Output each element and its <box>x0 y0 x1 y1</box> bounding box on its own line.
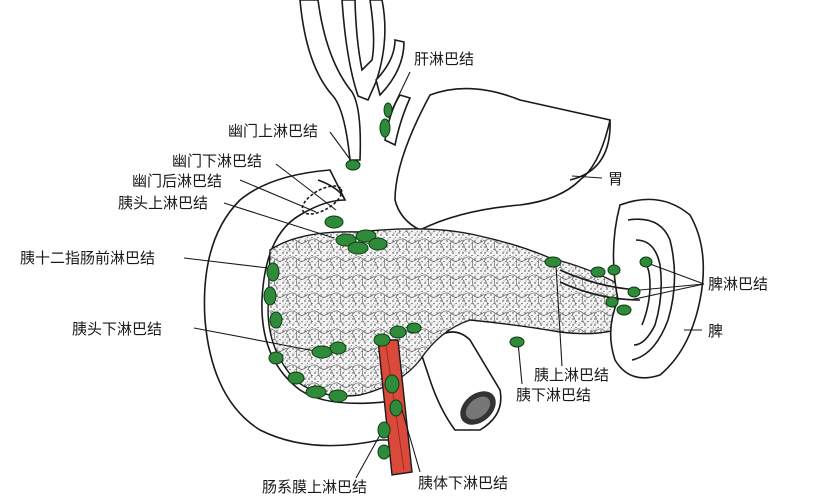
lymph-node-superior-head <box>335 233 357 247</box>
lymph-node-superior-head <box>355 229 377 243</box>
lymph-node-inferior-body <box>406 322 422 334</box>
lymph-node-posterior-head <box>268 351 284 365</box>
label-inferior-pancreatic-nodes: 胰下淋巴结 <box>516 386 592 404</box>
lymph-node-superior-mesenteric <box>389 399 403 417</box>
lymph-node-superior-head <box>347 241 369 255</box>
lymph-node-posterior-head <box>305 385 327 399</box>
label-stomach: 胃 <box>608 170 624 188</box>
lymph-node-prepancreaticoduodenal <box>263 286 277 306</box>
label-retropyloric-nodes: 幽门后淋巴结 <box>132 172 223 190</box>
lymph-node-hepatic <box>383 102 393 118</box>
lymph-node-posterior-head <box>287 371 305 385</box>
lymph-node-hepatic <box>379 118 391 138</box>
label-superior-head-nodes: 胰头上淋巴结 <box>118 194 209 212</box>
label-superior-mesenteric-nodes: 肠系膜上淋巴结 <box>262 478 368 496</box>
label-prepancreaticoduodenal-nodes: 胰十二指肠前淋巴结 <box>20 249 156 267</box>
lymph-node-inferior-pancreatic <box>509 336 525 348</box>
lymph-node-superior-mesenteric <box>377 444 391 460</box>
lymph-node-inferior-body <box>373 333 391 347</box>
lymph-node-inferior-body <box>389 325 407 339</box>
lymph-node-superior-pancreatic <box>544 256 562 268</box>
lymph-node-prepancreaticoduodenal <box>269 311 283 329</box>
lymph-node-inferior-head <box>329 341 347 355</box>
lymph-node-splenic <box>616 304 632 316</box>
lymph-node-inferior-head <box>311 345 333 359</box>
label-spleen: 脾 <box>708 322 724 340</box>
stomach <box>394 87 611 231</box>
lymph-node-splenic <box>639 256 653 268</box>
lymph-node-superior-mesenteric <box>384 374 400 394</box>
label-inferior-body-nodes: 胰体下淋巴结 <box>418 474 509 492</box>
lymph-node-superior-head <box>368 237 388 251</box>
label-splenic-nodes: 脾淋巴结 <box>708 275 769 293</box>
lymph-node-prepancreaticoduodenal <box>266 262 280 282</box>
lymph-node-superior-mesenteric <box>377 421 391 439</box>
lymph-node-splenic <box>627 286 641 298</box>
lymph-nodes <box>263 102 653 460</box>
lymph-node-suprapyloric <box>345 159 361 171</box>
leader-lines <box>183 71 705 479</box>
jejunum <box>419 331 502 431</box>
bile-duct <box>299 0 412 161</box>
lymph-node-subpyloric <box>324 215 344 229</box>
pancreas <box>267 228 635 397</box>
lymph-node-splenic <box>590 266 606 278</box>
label-suprapyloric-nodes: 幽门上淋巴结 <box>228 122 319 140</box>
lymph-node-splenic <box>607 264 621 276</box>
lymph-node-splenic <box>605 296 619 308</box>
label-inferior-head-nodes: 胰头下淋巴结 <box>72 320 163 338</box>
label-subpyloric-nodes: 幽门下淋巴结 <box>172 152 263 170</box>
label-hepatic-nodes: 肝淋巴结 <box>414 50 475 68</box>
label-superior-pancreatic-nodes: 胰上淋巴结 <box>534 366 610 384</box>
lymph-node-posterior-head <box>328 389 348 403</box>
